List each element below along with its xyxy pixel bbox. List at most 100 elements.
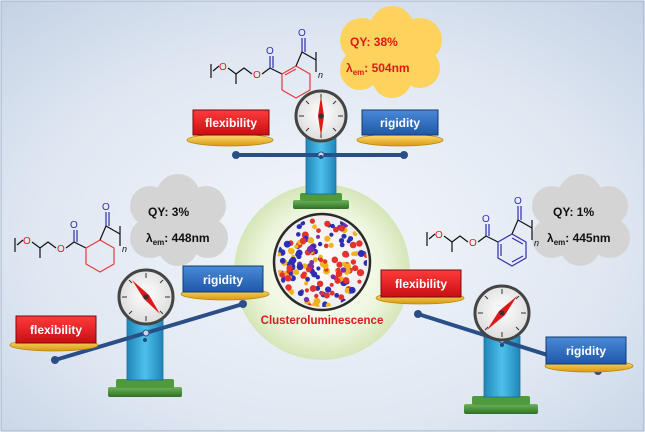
- cluster-dot: [314, 293, 319, 299]
- cluster-dot: [301, 263, 308, 269]
- top-balance-scale: flexibility rigidity: [186, 89, 444, 209]
- top-right-pan: [356, 133, 444, 147]
- cluster-dot: [349, 286, 356, 294]
- cluster-dot: [356, 240, 363, 247]
- cluster-dot: [279, 257, 286, 264]
- cluster-dot: [316, 234, 320, 239]
- cluster-dot: [331, 256, 339, 264]
- cluster-dot: [330, 274, 336, 280]
- cluster-dot: [363, 253, 367, 259]
- cluster-dot: [285, 284, 292, 291]
- em-subscript: em: [153, 238, 165, 247]
- left-flexibility-box: [15, 315, 97, 344]
- cluster-dot: [345, 263, 351, 269]
- svg-text:O: O: [219, 62, 227, 73]
- top-lambda-label: λem: 504nm: [346, 61, 410, 77]
- cluster-dot: [303, 296, 310, 303]
- cluster-dot: [316, 266, 321, 271]
- cluster-dot: [338, 225, 345, 232]
- em-subscript: em: [554, 238, 566, 247]
- right-chemical-structure: O O O O n: [426, 196, 539, 267]
- cluster-dot: [334, 293, 340, 298]
- cluster-dot: [324, 220, 331, 227]
- left-scale-base: [108, 387, 182, 397]
- clusteroluminescence-label: Clusteroluminescence: [261, 315, 384, 327]
- lambda-symbol: λ: [346, 61, 353, 75]
- cluster-dot: [286, 264, 293, 271]
- cluster-dot: [296, 224, 302, 230]
- cluster-dot: [289, 256, 297, 264]
- top-rigidity-box: [361, 109, 439, 136]
- cluster-dot: [322, 262, 329, 269]
- cluster-dot: [318, 257, 324, 263]
- cluster-dot: [315, 275, 320, 280]
- svg-text:O: O: [266, 46, 274, 57]
- cluster-dot: [315, 285, 321, 291]
- cluster-dot: [296, 232, 301, 237]
- cluster-dot: [344, 287, 351, 294]
- svg-text:O: O: [57, 244, 65, 255]
- cluster-dot: [336, 261, 343, 268]
- cluster-dot: [323, 259, 328, 264]
- top-flexibility-label: flexibility: [205, 116, 257, 130]
- cluster-dot: [338, 294, 345, 301]
- cluster-dot: [341, 233, 347, 239]
- right-lambda-label: λem: 445nm: [547, 231, 611, 247]
- lambda-symbol: λ: [547, 231, 554, 245]
- cluster-dot: [320, 291, 325, 296]
- cluster-dot: [312, 224, 317, 230]
- right-qy-label: QY: 1%: [553, 205, 594, 219]
- cluster-dot: [328, 242, 334, 248]
- cluster-dot: [324, 235, 331, 242]
- left-rigidity-label: rigidity: [203, 273, 243, 287]
- left-lambda-value: : 448nm: [164, 231, 209, 245]
- top-scale-column: [305, 137, 337, 195]
- cluster-dot: [349, 241, 357, 249]
- left-flexibility-label: flexibility: [30, 323, 82, 337]
- cluster-dot: [353, 251, 359, 257]
- cluster-dot: [309, 218, 315, 224]
- cluster-dot: [356, 269, 365, 277]
- right-lambda-value: : 445nm: [565, 231, 610, 245]
- right-flexibility-label: flexibility: [395, 277, 447, 291]
- cluster-dot: [340, 267, 347, 273]
- svg-text:O: O: [23, 236, 31, 247]
- left-qy-label: QY: 3%: [148, 205, 189, 219]
- cluster-dot: [307, 237, 315, 244]
- cluster-dot: [357, 279, 362, 284]
- cluster-dot: [283, 240, 291, 248]
- right-flexibility-box: [380, 269, 462, 298]
- cluster-dot: [329, 290, 335, 296]
- cluster-dot: [299, 237, 307, 245]
- cluster-dot: [312, 257, 318, 263]
- svg-text:O: O: [514, 196, 522, 207]
- cluster-dot: [316, 280, 324, 287]
- cluster-dot: [338, 238, 345, 244]
- cluster-dot: [342, 277, 350, 284]
- cluster-dot: [305, 276, 310, 282]
- cluster-dot: [325, 286, 332, 293]
- left-scale-column: [126, 317, 164, 381]
- cluster-dot: [329, 232, 334, 237]
- left-balance-scale: flexibility rigidity: [9, 265, 270, 397]
- cluster-dot: [329, 282, 334, 287]
- svg-text:O: O: [253, 70, 261, 81]
- cluster-dot: [304, 281, 309, 286]
- cluster-dot: [300, 220, 306, 226]
- top-chemical-structure: O O O O n: [210, 28, 323, 99]
- top-qy-label: QY: 38%: [350, 35, 398, 49]
- cluster-dot: [293, 269, 300, 276]
- cluster-dot: [339, 242, 345, 248]
- cluster-dot: [305, 266, 312, 273]
- left-chemical-structure: O O O O n: [14, 202, 127, 273]
- right-rigidity-box: [545, 336, 627, 365]
- svg-text:O: O: [102, 202, 110, 213]
- top-left-pan: [186, 133, 274, 147]
- cluster-dot: [294, 244, 299, 249]
- cluster-dot: [323, 292, 330, 299]
- svg-text:O: O: [435, 230, 443, 241]
- cluster-dot: [335, 270, 343, 278]
- cluster-dot: [350, 259, 357, 265]
- left-gray-cloud: [130, 174, 228, 266]
- cluster-dot: [297, 290, 304, 297]
